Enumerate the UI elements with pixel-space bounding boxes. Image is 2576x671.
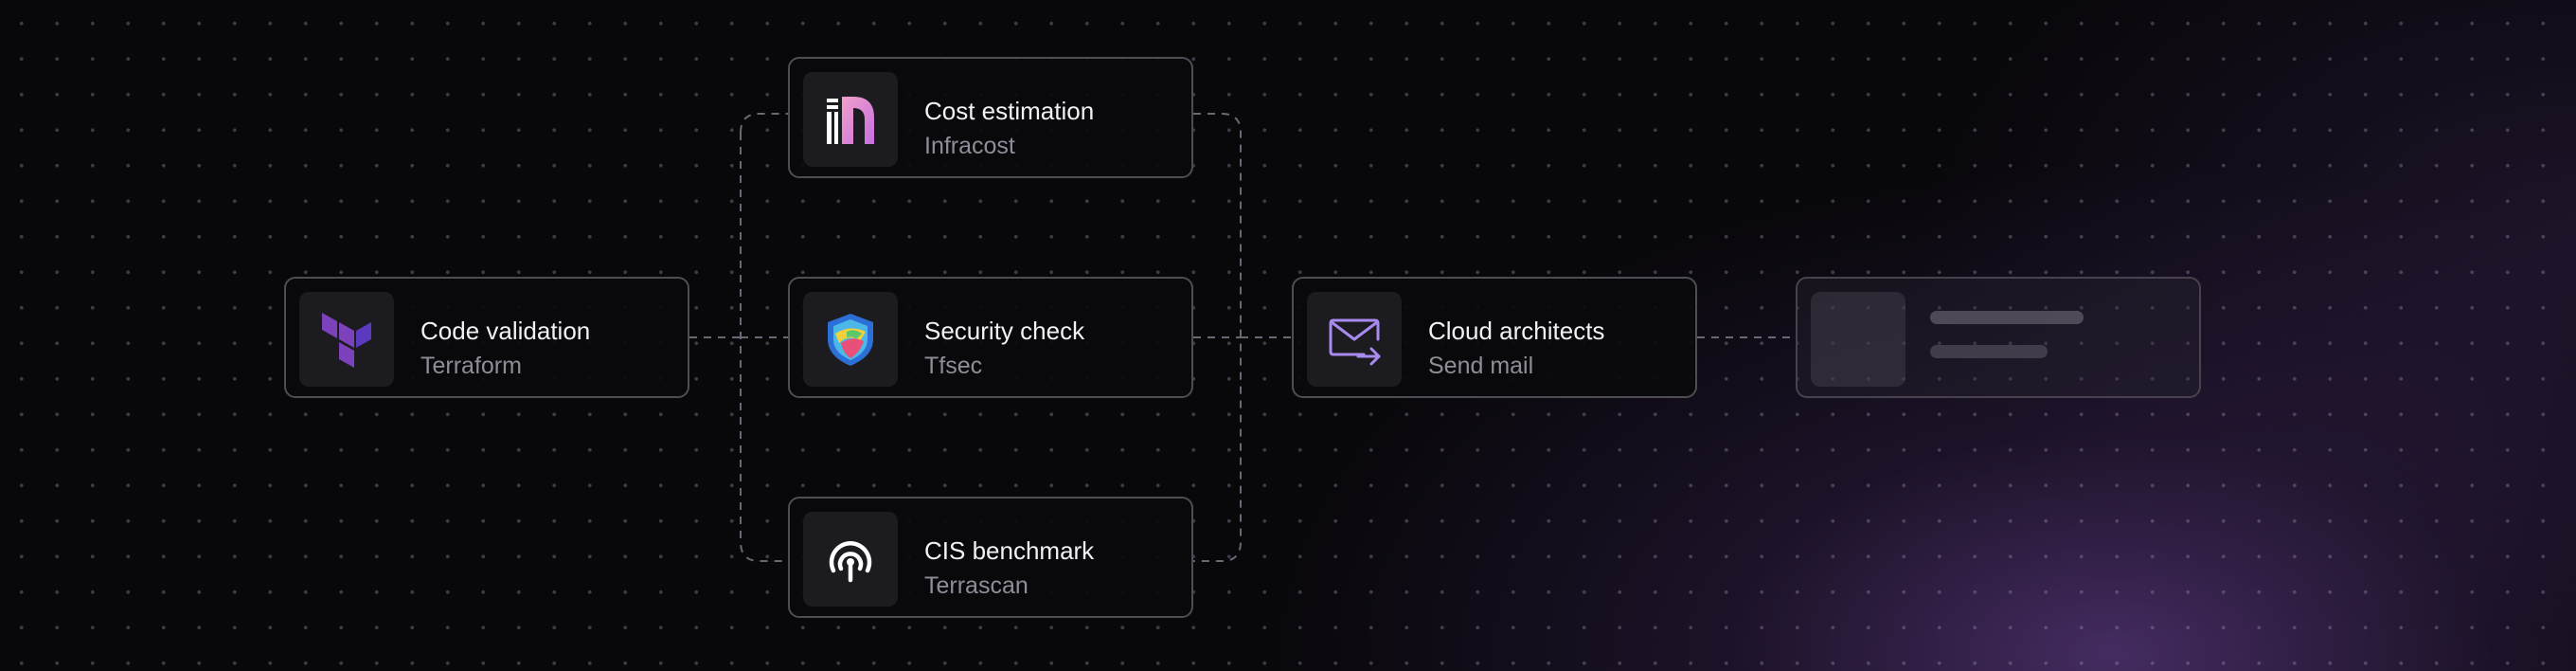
placeholder-title-line [1930, 311, 2084, 324]
node-subtitle: Terrascan [924, 572, 1029, 599]
node-title: Cost estimation [924, 97, 1095, 125]
node-icon-box [803, 72, 898, 167]
node-subtitle: Infracost [924, 133, 1015, 159]
node-cost-estimation[interactable]: Cost estimation Infracost [788, 57, 1193, 178]
terraform-icon [322, 313, 371, 368]
infracost-icon [827, 97, 874, 144]
node-subtitle: Send mail [1428, 353, 1534, 379]
node-security-check[interactable]: Security check Tfsec [788, 277, 1193, 398]
node-icon-box [803, 292, 898, 387]
placeholder-icon [1811, 292, 1905, 387]
node-icon-box [299, 292, 394, 387]
node-title: Security check [924, 317, 1085, 345]
node-subtitle: Tfsec [924, 353, 983, 379]
node-subtitle: Terraform [420, 353, 522, 379]
tfsec-shield-icon [828, 314, 873, 366]
placeholder-subtitle-line [1930, 345, 2048, 358]
node-cloud-architects[interactable]: Cloud architects Send mail [1292, 277, 1697, 398]
send-mail-icon [1329, 318, 1381, 366]
node-title: Cloud architects [1428, 317, 1605, 345]
node-cis-benchmark[interactable]: CIS benchmark Terrascan [788, 497, 1193, 618]
terrascan-icon [829, 541, 872, 583]
node-placeholder [1796, 277, 2201, 398]
connector-split-trunk [740, 113, 788, 562]
node-icon-box [803, 512, 898, 607]
node-title: Code validation [420, 317, 591, 345]
node-title: CIS benchmark [924, 536, 1095, 565]
node-code-validation[interactable]: Code validation Terraform [284, 277, 689, 398]
node-icon-box [1307, 292, 1402, 387]
